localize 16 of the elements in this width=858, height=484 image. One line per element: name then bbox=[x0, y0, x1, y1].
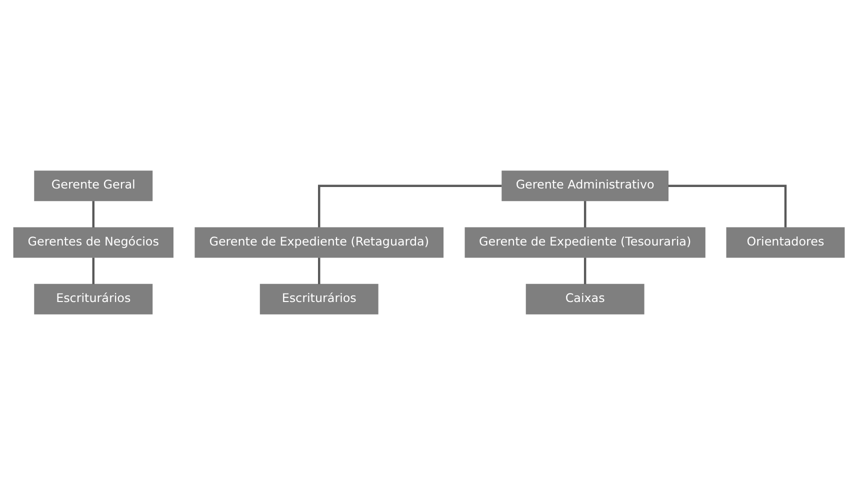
node-box: Gerente Geral bbox=[34, 170, 153, 201]
connector bbox=[318, 257, 320, 284]
connector bbox=[668, 184, 787, 227]
connector bbox=[318, 184, 502, 227]
node-box: Gerente de Expediente (Tesouraria) bbox=[464, 226, 706, 258]
connector bbox=[92, 200, 94, 227]
connector bbox=[584, 257, 586, 284]
node-box: Gerente de Expediente (Retaguarda) bbox=[194, 226, 444, 258]
connector bbox=[92, 257, 94, 284]
node-box: Caixas bbox=[526, 283, 644, 314]
node-box: Escriturários bbox=[260, 283, 378, 314]
node-box: Escriturários bbox=[34, 283, 153, 314]
node-box: Gerente Administrativo bbox=[502, 170, 669, 201]
node-box: Orientadores bbox=[726, 226, 845, 258]
node-box: Gerentes de Negócios bbox=[13, 226, 174, 258]
connector bbox=[584, 200, 586, 227]
